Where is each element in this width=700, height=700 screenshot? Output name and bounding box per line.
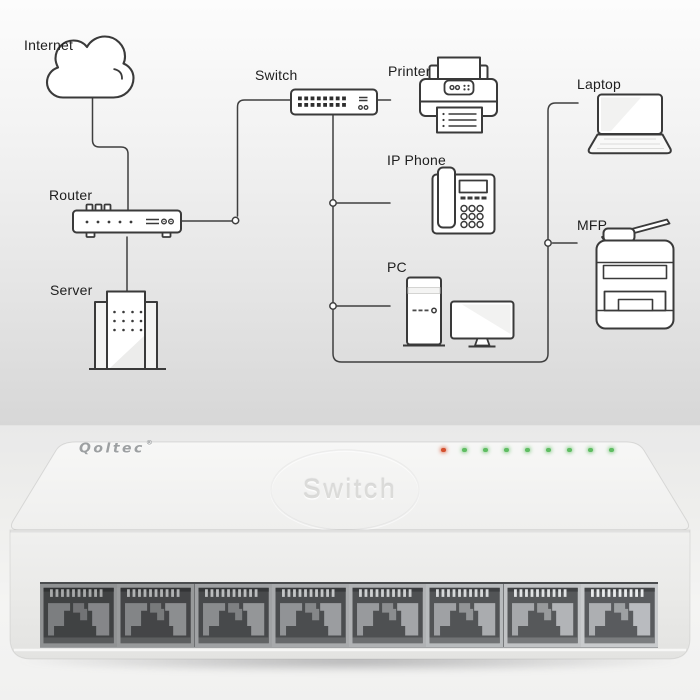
label-internet: Internet [24, 37, 74, 53]
server-icon [89, 290, 166, 370]
rj45-port-7 [503, 584, 581, 647]
label-router: Router [49, 187, 93, 203]
printer-icon [419, 56, 498, 134]
ip-phone-icon [431, 166, 496, 235]
internet-cloud-icon [45, 35, 135, 99]
port-led-7 [588, 448, 593, 452]
switch-device [9, 441, 691, 660]
led-row [441, 448, 641, 454]
rj45-port-6 [426, 584, 504, 647]
label-switch: Switch [255, 67, 298, 83]
rj45-port-2 [117, 584, 195, 647]
port-led-4 [525, 448, 530, 452]
power-led [441, 448, 446, 452]
port-led-1 [462, 448, 467, 452]
switch-icon [290, 88, 378, 116]
rj45-port-8 [580, 584, 658, 647]
router-icon [72, 203, 182, 238]
port-led-6 [567, 448, 572, 452]
mfp-icon [595, 218, 675, 330]
port-led-2 [483, 448, 488, 452]
device-label: Switch [302, 474, 398, 504]
label-pc: PC [387, 259, 407, 275]
rj45-port-3 [194, 584, 272, 647]
rj45-port-5 [349, 584, 427, 647]
diagram-connection-lines [91, 97, 579, 363]
brand-logo: Qoltec® [79, 439, 156, 457]
port-led-8 [609, 448, 614, 452]
label-printer: Printer [388, 63, 431, 79]
label-ip-phone: IP Phone [387, 152, 446, 168]
rj45-port-4 [271, 584, 349, 647]
label-laptop: Laptop [577, 76, 622, 92]
diagram-canvas [45, 35, 675, 370]
product-photo [0, 425, 700, 700]
label-server: Server [50, 282, 93, 298]
label-mfp: MFP [577, 217, 608, 233]
rj45-port-1 [40, 584, 118, 647]
junction-nodes [231, 199, 552, 310]
pc-icon [403, 276, 515, 348]
port-led-5 [546, 448, 551, 452]
port-row [40, 582, 658, 648]
registered-mark: ® [145, 439, 156, 447]
brand-text: Qoltec [79, 441, 145, 457]
laptop-icon [587, 93, 672, 155]
port-led-3 [504, 448, 509, 452]
network-diagram: Internet Router Server Switch Printer IP… [0, 0, 700, 425]
